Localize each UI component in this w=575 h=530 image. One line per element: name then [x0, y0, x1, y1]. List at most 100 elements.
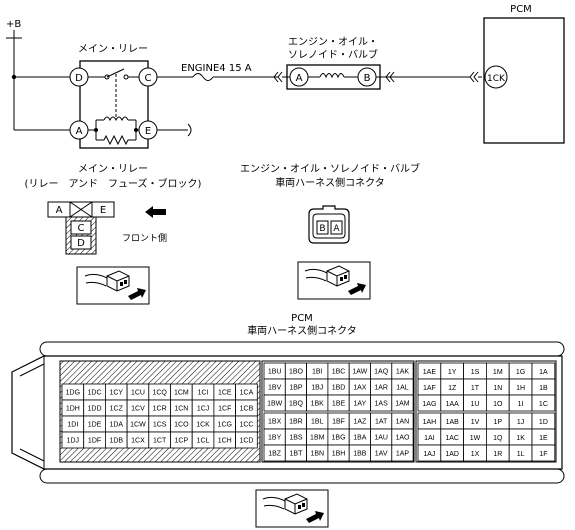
svg-text:E: E — [145, 126, 151, 137]
pin-label: 1P — [494, 419, 503, 426]
connector-mark — [273, 71, 283, 83]
pin-label: 1AG — [422, 401, 436, 408]
pin-label: 1BR — [289, 419, 303, 426]
pin-label: 1CW — [130, 422, 146, 429]
pin-label: 1BD — [332, 385, 346, 392]
pin-label: 1DH — [66, 406, 80, 413]
pin-label: 1DC — [88, 390, 102, 397]
pin-label: 1W — [470, 435, 481, 442]
pin-label: 1AP — [396, 451, 410, 458]
svg-text:A: A — [56, 205, 63, 216]
pcm-title: PCM — [510, 4, 532, 15]
pin-label: 1BN — [310, 451, 324, 458]
pin-label: 1H — [516, 385, 525, 392]
pin-label: 1BG — [332, 435, 346, 442]
solenoid-title-2: ソレノイド・バルブ — [288, 48, 378, 61]
probe-icon — [304, 265, 366, 295]
relay-caption-1: メイン・リレー — [78, 164, 148, 175]
pin-label: 1BK — [311, 401, 325, 408]
pin-label: 1B — [539, 385, 548, 392]
pin-label: 1U — [471, 401, 480, 408]
pin-label: 1CO — [174, 422, 189, 429]
svg-text:D: D — [75, 73, 83, 84]
fuse-symbol — [192, 73, 214, 81]
svg-text:1CK: 1CK — [487, 74, 506, 84]
pin-label: 1AS — [375, 401, 389, 408]
relay-socket-c — [70, 220, 92, 235]
pin-label: 1AN — [396, 419, 410, 426]
pin-label: 1BP — [289, 385, 303, 392]
pin-label: 1BB — [353, 451, 367, 458]
pin-label: 1CH — [218, 438, 232, 445]
front-label: フロント側 — [122, 232, 167, 244]
pin-label: 1N — [493, 385, 502, 392]
pin-label: 1AF — [423, 385, 436, 392]
pin-label: 1AL — [396, 385, 409, 392]
pin-label: 1BH — [332, 451, 346, 458]
pcm-connector-bottom-rail — [39, 468, 565, 484]
pin-label: 1AE — [423, 369, 437, 376]
pin-label: 1CZ — [110, 406, 124, 413]
pin-label: 1CJ — [197, 406, 209, 413]
fuse-label: ENGINE4 15 A — [181, 63, 252, 74]
pin-label: 1A — [539, 369, 548, 376]
pin-label: 1Y — [448, 369, 457, 376]
pin-label: 1G — [516, 369, 525, 376]
pin-label: 1CR — [153, 406, 167, 413]
pin-label: 1BF — [332, 419, 345, 426]
svg-text:C: C — [145, 73, 152, 84]
pin-label: 1CC — [239, 422, 253, 429]
relay-title: メイン・リレー — [78, 44, 148, 55]
pin-label: 1CD — [239, 438, 253, 445]
pin-label: 1DG — [66, 390, 80, 397]
solenoid-caption-2: 車両ハーネス側コネクタ — [275, 176, 385, 189]
pin-label: 1AO — [395, 435, 410, 442]
svg-text:B: B — [364, 73, 371, 84]
pin-label: 1T — [471, 385, 480, 392]
relay-caption-2: (リレー アンド フューズ・ブロック) — [25, 177, 202, 190]
pin-label: 1BU — [268, 369, 282, 376]
pin-label: 1K — [516, 435, 525, 442]
pin-label: 1AD — [445, 451, 459, 458]
pin-label: 1Z — [448, 385, 457, 392]
pin-cell — [391, 394, 414, 412]
pin-label: 1CV — [131, 406, 145, 413]
pin-label: 1BO — [289, 369, 304, 376]
pin-label: 1BT — [290, 451, 304, 458]
pcm-pin-1ck — [484, 65, 508, 89]
front-arrow-icon — [145, 206, 166, 218]
pin-label: 1DD — [88, 406, 102, 413]
pin-label: 1CN — [174, 406, 188, 413]
pin-label: 1BM — [310, 435, 325, 442]
pin-label: 1DA — [109, 422, 123, 429]
svg-text:A: A — [333, 224, 340, 234]
pin-label: 1DF — [88, 438, 101, 445]
relay-socket-e — [91, 201, 115, 218]
pin-label: 1S — [471, 369, 480, 376]
pin-label: 1R — [493, 451, 502, 458]
pin-label: 1BJ — [311, 385, 323, 392]
pin-label: 1BY — [268, 435, 282, 442]
pin-label: 1CA — [240, 390, 254, 397]
probe-icon — [262, 493, 324, 523]
pin-label: 1BA — [353, 435, 367, 442]
pcm-caption-1: PCM — [291, 313, 313, 324]
solenoid-connector-view: エンジン・オイル・ソレノイド・バルブ 車両ハーネス側コネクタ B A — [240, 162, 420, 300]
pin-label: 1AM — [395, 401, 410, 408]
pin-label: 1J — [517, 419, 524, 426]
solenoid-coil — [319, 73, 345, 79]
pin-label: 1CG — [218, 422, 232, 429]
pin-label: 1AR — [374, 385, 388, 392]
pin-label: 1AK — [396, 369, 410, 376]
svg-text:A: A — [76, 126, 83, 137]
svg-text:C: C — [78, 223, 85, 234]
pin-label: 1BI — [312, 369, 323, 376]
pin-label: 1BS — [289, 435, 303, 442]
pin-label: 1BW — [267, 401, 283, 408]
probe-icon — [84, 270, 146, 300]
pin-label: 1AA — [446, 401, 460, 408]
pin-label: 1CQ — [152, 390, 167, 397]
